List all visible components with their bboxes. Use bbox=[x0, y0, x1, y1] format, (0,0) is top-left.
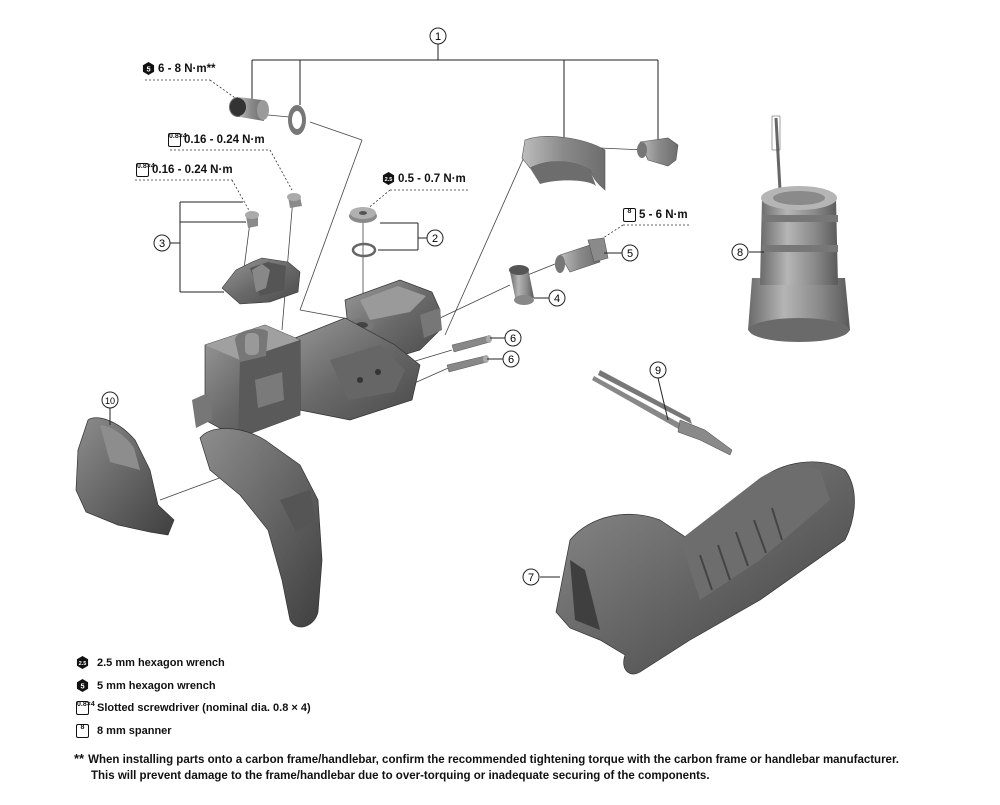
svg-text:2.5: 2.5 bbox=[79, 661, 87, 667]
top-cover-screws bbox=[245, 193, 302, 228]
svg-text:7: 7 bbox=[528, 572, 534, 584]
svg-text:4: 4 bbox=[554, 293, 560, 305]
grip-hood bbox=[555, 461, 855, 675]
note-line-2: This will prevent damage to the frame/ha… bbox=[91, 770, 710, 782]
svg-text:10: 10 bbox=[105, 396, 115, 406]
clamp-washer bbox=[288, 105, 306, 135]
main-lever-body bbox=[192, 279, 442, 628]
handlebar-clamp-band bbox=[521, 136, 606, 191]
spanner-8mm-icon: 8 bbox=[76, 724, 89, 738]
hex-5mm-icon: 5 bbox=[142, 62, 155, 75]
svg-text:8: 8 bbox=[737, 247, 743, 259]
legend-item-spanner: 8 8 mm spanner bbox=[76, 724, 172, 738]
callout-7: 7 bbox=[522, 568, 540, 586]
note-line-1: When installing parts onto a carbon fram… bbox=[88, 754, 899, 766]
legend-text: 8 mm spanner bbox=[97, 725, 172, 737]
callout-4: 4 bbox=[548, 289, 566, 307]
svg-text:9: 9 bbox=[655, 365, 661, 377]
torque-value: 6 - 8 N·m** bbox=[158, 62, 216, 75]
callout-5: 5 bbox=[621, 244, 639, 262]
torque-label-clamp-bolt: 5 6 - 8 N·m** bbox=[142, 62, 216, 75]
callout-10: 10 bbox=[101, 391, 119, 409]
svg-text:3: 3 bbox=[159, 238, 165, 250]
legend-text: Slotted screwdriver (nominal dia. 0.8 × … bbox=[97, 702, 311, 714]
switch-unit-cover bbox=[221, 257, 301, 305]
svg-text:6: 6 bbox=[508, 354, 514, 366]
slotted-screwdriver-icon: 0.8×4 bbox=[168, 133, 187, 147]
carbon-warning-note: **When installing parts onto a carbon fr… bbox=[74, 751, 899, 784]
legend-item-slotted-screwdriver: 0.8×4 Slotted screwdriver (nominal dia. … bbox=[76, 701, 311, 715]
slotted-screwdriver-icon: 0.8×4 bbox=[136, 163, 155, 177]
torque-value: 0.16 - 0.24 N·m bbox=[152, 164, 233, 176]
callout-9: 9 bbox=[649, 361, 667, 379]
side-cover bbox=[75, 417, 175, 536]
pins bbox=[446, 335, 505, 373]
spanner-8mm-icon: 8 bbox=[623, 208, 636, 222]
torque-leaders bbox=[135, 79, 690, 241]
callout-circles: 1 2 3 4 5 6 6 7 8 9 10 bbox=[101, 27, 749, 586]
tweezer-tool bbox=[592, 370, 733, 456]
legend-text: 2.5 mm hexagon wrench bbox=[97, 656, 225, 669]
legend-item-hex-5: 5 5 mm hexagon wrench bbox=[76, 679, 216, 692]
torque-value: 5 - 6 N·m bbox=[639, 209, 688, 221]
callout-8: 8 bbox=[731, 243, 749, 261]
hose-fitting-bolt bbox=[555, 237, 609, 273]
callout-6b: 6 bbox=[502, 350, 520, 368]
torque-value: 0.5 - 0.7 N·m bbox=[398, 172, 466, 185]
callout-3-bracket bbox=[170, 201, 246, 293]
clamp-nut bbox=[637, 137, 679, 167]
torque-label-screw-upper: 0.8×4 0.16 - 0.24 N·m bbox=[168, 133, 265, 147]
sleeve-spacer bbox=[509, 265, 534, 305]
torque-label-screw-lower: 0.8×4 0.16 - 0.24 N·m bbox=[136, 163, 233, 177]
legend-text: 5 mm hexagon wrench bbox=[97, 679, 216, 692]
svg-text:5: 5 bbox=[627, 248, 633, 260]
svg-text:5: 5 bbox=[146, 64, 150, 73]
clamp-bolt bbox=[229, 97, 269, 121]
svg-text:1: 1 bbox=[435, 31, 441, 43]
hex-2-5mm-icon: 2.5 bbox=[76, 656, 89, 669]
callout-2-bracket bbox=[378, 222, 427, 251]
svg-text:6: 6 bbox=[510, 333, 516, 345]
torque-label-bleed-screw: 2.5 0.5 - 0.7 N·m bbox=[382, 172, 466, 185]
callout-1-leaders bbox=[251, 44, 659, 140]
slotted-screwdriver-icon: 0.8×4 bbox=[76, 701, 95, 715]
bleed-screw bbox=[349, 207, 377, 258]
hex-2-5mm-icon: 2.5 bbox=[382, 172, 395, 185]
legend-item-hex-2-5: 2.5 2.5 mm hexagon wrench bbox=[76, 656, 225, 669]
callout-6a: 6 bbox=[504, 329, 522, 347]
callout-2: 2 bbox=[426, 229, 444, 247]
note-marker: ** bbox=[74, 751, 85, 766]
svg-text:2.5: 2.5 bbox=[385, 177, 393, 183]
hex-5mm-icon: 5 bbox=[76, 679, 89, 692]
torque-label-hose-fitting: 8 5 - 6 N·m bbox=[623, 208, 688, 222]
torque-value: 0.16 - 0.24 N·m bbox=[184, 134, 265, 146]
svg-text:2: 2 bbox=[432, 233, 438, 245]
callout-1: 1 bbox=[429, 27, 447, 45]
svg-text:5: 5 bbox=[80, 681, 84, 690]
bleed-funnel-tool bbox=[748, 115, 850, 342]
callout-3: 3 bbox=[153, 234, 171, 252]
